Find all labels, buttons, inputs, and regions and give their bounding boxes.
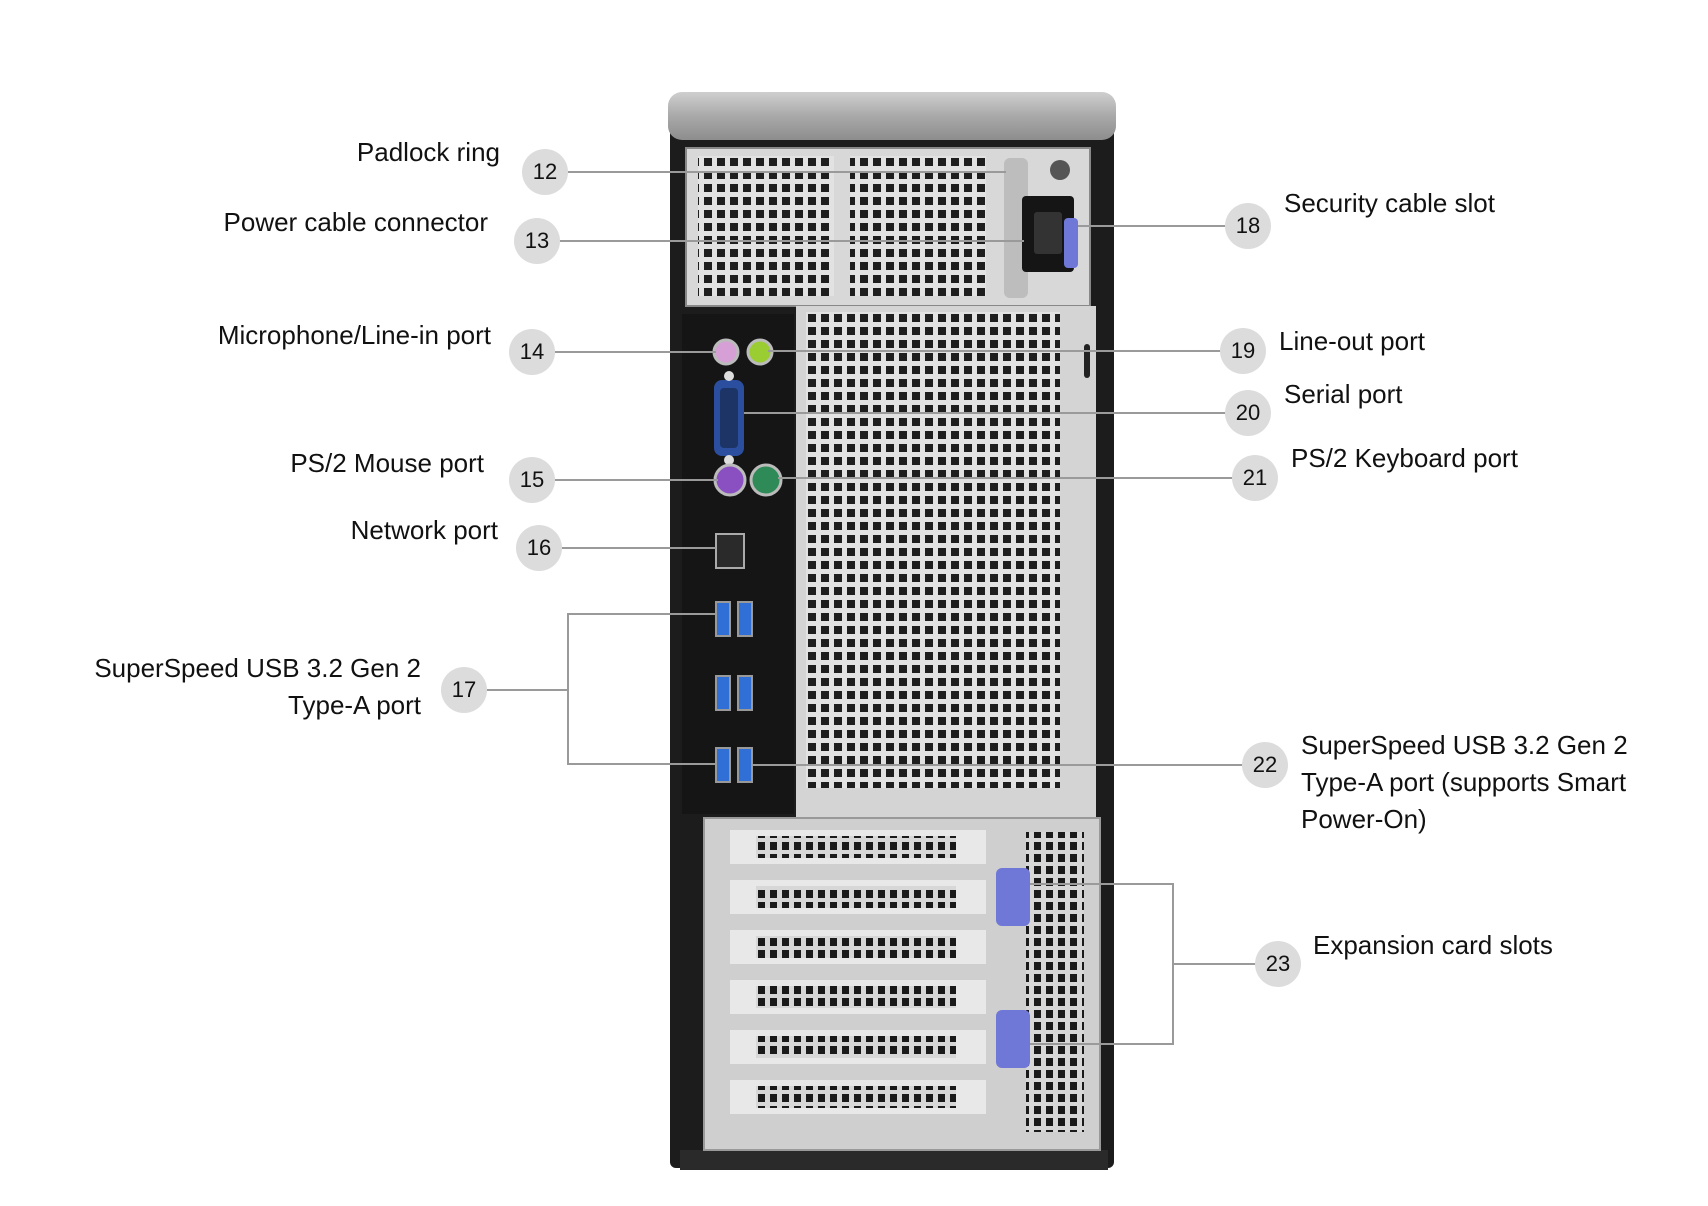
callout-label-22: SuperSpeed USB 3.2 Gen 2 Type-A port (sup…	[1301, 727, 1628, 838]
callout-label-line: SuperSpeed USB 3.2 Gen 2	[94, 653, 421, 683]
callout-label-23: Expansion card slots	[1313, 927, 1553, 964]
callout-label-line: Serial port	[1284, 379, 1403, 409]
callout-number-21: 21	[1232, 455, 1278, 501]
io-panel	[682, 314, 794, 814]
callout-label-12: Padlock ring	[357, 134, 500, 171]
callout-number-16: 16	[516, 525, 562, 571]
callout-label-line: PS/2 Mouse port	[290, 448, 484, 478]
callout-label-line: Microphone/Line-in port	[217, 320, 491, 350]
security-slot-latch	[1064, 218, 1078, 268]
rj45-jack	[715, 533, 745, 569]
callout-label-line: Expansion card slots	[1313, 930, 1553, 960]
callout-label-14: Microphone/Line-in port	[218, 317, 491, 354]
ventilation-grille	[796, 306, 1096, 818]
callout-label-line: Type-A port (supports Smart	[1301, 767, 1627, 797]
callout-number-13: 13	[514, 218, 560, 264]
callout-label-line: Power-On)	[1301, 804, 1427, 834]
callout-label-line: Security cable slot	[1284, 188, 1495, 218]
callout-label-18: Security cable slot	[1284, 185, 1495, 222]
slot-latch-top	[996, 868, 1030, 926]
ps2-keyboard-jack	[749, 463, 783, 497]
callout-label-line: Network port	[350, 515, 498, 545]
callout-number-22: 22	[1242, 742, 1288, 788]
callout-label-17: SuperSpeed USB 3.2 Gen 2 Type-A port	[94, 650, 421, 724]
callout-label-line: Type-A port	[288, 690, 421, 720]
callout-label-21: PS/2 Keyboard port	[1291, 440, 1518, 477]
callout-number-19: 19	[1220, 328, 1266, 374]
callout-label-20: Serial port	[1284, 376, 1403, 413]
callout-number-17: 17	[441, 667, 487, 713]
slot-latch-bottom	[996, 1010, 1030, 1068]
ps2-mouse-jack	[713, 463, 747, 497]
callout-number-14: 14	[509, 329, 555, 375]
callout-label-15: PS/2 Mouse port	[290, 445, 484, 482]
callout-label-16: Network port	[351, 512, 498, 549]
callout-label-19: Line-out port	[1279, 323, 1425, 360]
expansion-slot-area	[703, 817, 1101, 1151]
callout-number-15: 15	[509, 457, 555, 503]
bracket-line-17	[567, 613, 716, 765]
callout-label-line: Padlock ring	[356, 137, 500, 167]
callout-label-line: SuperSpeed USB 3.2 Gen 2	[1301, 730, 1628, 760]
slot-brackets	[730, 830, 986, 1114]
usb-stack	[715, 601, 753, 783]
callout-number-18: 18	[1225, 203, 1271, 249]
callout-number-23: 23	[1255, 941, 1301, 987]
callout-label-line: Power cable connector	[223, 207, 488, 237]
callout-label-line: Line-out port	[1279, 326, 1425, 356]
bracket-line-23	[1030, 883, 1174, 1045]
mic-jack	[712, 338, 740, 366]
callout-number-12: 12	[522, 149, 568, 195]
callout-label-line: PS/2 Keyboard port	[1291, 443, 1518, 473]
callout-label-13: Power cable connector	[224, 204, 488, 241]
callout-number-20: 20	[1225, 390, 1271, 436]
power-supply-unit	[685, 147, 1091, 307]
